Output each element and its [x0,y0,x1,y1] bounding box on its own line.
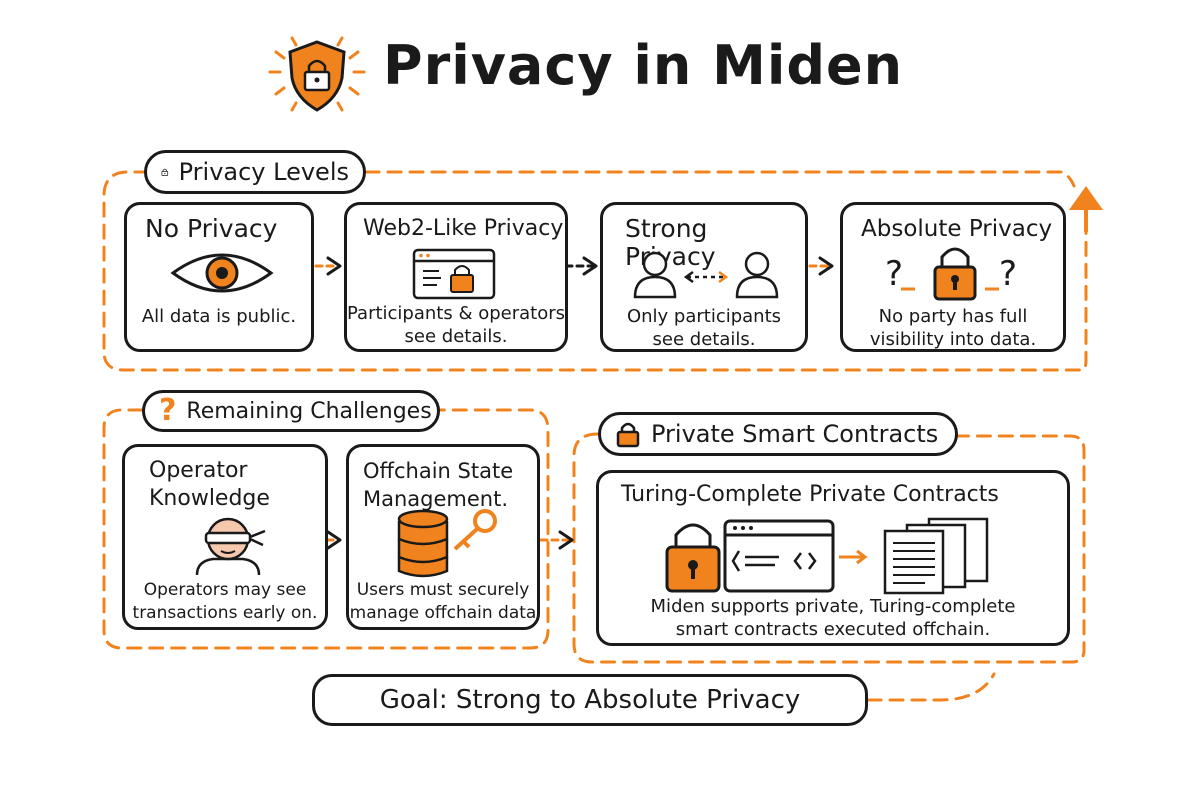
description-line: No party has full [878,306,1028,327]
lock-icon [665,523,721,593]
lock-icon [161,168,169,176]
lock-question-icon: ? ? [885,247,1017,301]
remaining-challenges-label: ? Remaining Challenges [142,390,440,432]
privacy-levels-frame [102,170,1088,372]
up-arrow-icon [1069,186,1103,210]
goal-connector [866,672,996,702]
level-title: No Privacy [145,214,278,243]
two-users-icon [633,251,779,299]
goal-text: Goal: Strong to Absolute Privacy [379,685,801,715]
contract-icons [665,517,989,595]
title-line: Knowledge [149,486,270,511]
level-title: Strong Privacy [625,214,716,271]
svg-text:?: ? [885,254,903,294]
goal-banner: Goal: Strong to Absolute Privacy [312,674,868,726]
description-line: Operators may see [143,580,307,600]
contracts-card: Turing-Complete Private Contracts [596,470,1070,646]
description-line: see details. [404,326,508,347]
page-title: Privacy in Miden [383,34,904,97]
challenge-title: Offchain State Management. [363,457,513,513]
contracts-card-description: Miden supports private, Turing-complete … [599,595,1067,641]
description-line: smart contracts executed offchain. [675,619,991,640]
challenge-description: Users must securely manage offchain data [349,579,537,625]
level-title: Absolute Privacy [861,216,1053,242]
blindfolded-person-icon [195,517,266,576]
level-description: All data is public. [141,306,297,327]
level-title: Web2-Like Privacy [363,216,564,241]
description-line: see details. [652,329,756,350]
private-smart-contracts-label-text: Private Smart Contracts [651,420,939,448]
svg-text:?: ? [999,254,1017,294]
contracts-frame [572,432,1086,664]
challenges-frame [102,408,550,650]
description-line: visibility into data. [869,329,1037,350]
arrow-icon [839,549,868,565]
description-line: manage offchain data [349,603,537,623]
level-description: No party has full visibility into data. [843,305,1063,351]
documents-icon [883,517,989,595]
description-line: Miden supports private, Turing-complete [650,596,1016,617]
level-description: Participants & operators see details. [347,302,565,348]
challenge-title: Operator Knowledge [149,457,270,513]
title-line: Offchain State [363,459,514,483]
shield-lock-icon [268,36,366,112]
contracts-card-title: Turing-Complete Private Contracts [621,482,999,507]
description-line: Participants & operators [347,303,566,324]
description-line: Users must securely [356,580,530,600]
title-line: Operator [149,458,248,483]
level-card-web2-privacy: Web2-Like Privacy Participants & operato… [344,202,568,352]
privacy-levels-label-text: Privacy Levels [178,158,349,186]
level-card-strong-privacy: Strong Privacy Only participants see det… [600,202,808,352]
challenge-card-offchain-state: Offchain State Management. Users must se… [346,444,540,630]
eye-icon [170,253,274,293]
private-smart-contracts-label: Private Smart Contracts [598,412,958,456]
level-description: Only participants see details. [603,305,805,351]
description-line: transactions early on. [132,603,318,623]
level-card-absolute-privacy: Absolute Privacy ? ? No party has full v… [840,202,1066,352]
remaining-challenges-label-text: Remaining Challenges [186,398,432,424]
question-icon: ? [159,393,177,428]
level-card-no-privacy: No Privacy All data is public. [124,202,314,352]
challenge-description: Operators may see transactions early on. [125,579,325,625]
title-line: Management. [363,487,509,511]
privacy-levels-label: Privacy Levels [144,150,366,194]
code-window-icon [723,519,835,593]
description-line: Only participants [626,306,782,327]
privacy-levels-frame-top [364,170,1076,188]
challenge-card-operator-knowledge: Operator Knowledge Operators may see tra… [122,444,328,630]
browser-lock-icon [412,248,496,300]
database-key-icon [397,509,497,578]
lock-icon [616,422,640,448]
